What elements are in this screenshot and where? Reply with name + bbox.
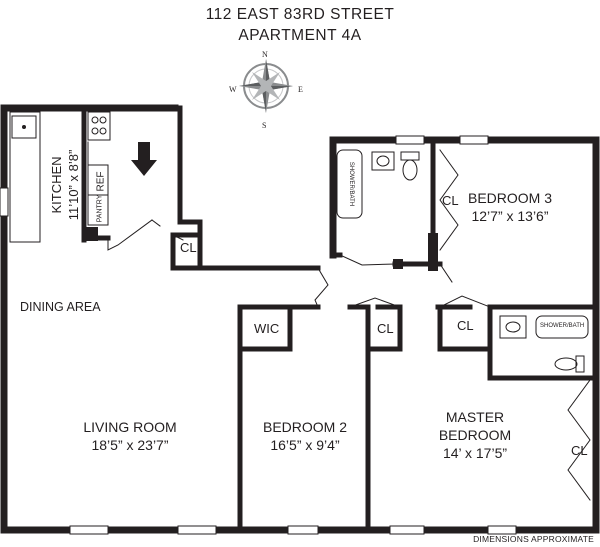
closet-label-1: CL xyxy=(377,321,394,336)
master-name-2: BEDROOM xyxy=(438,427,512,443)
master-dims: 14’ x 17’5” xyxy=(442,445,508,461)
stove-icon xyxy=(87,111,111,141)
dining-area-label: DINING AREA xyxy=(20,300,101,314)
closet-label-b3: CL xyxy=(442,193,459,208)
entry-arrow-icon xyxy=(131,142,157,176)
shower-bath-label-2: SHOWER/BATH xyxy=(540,323,585,329)
closet-label-hall: CL xyxy=(180,240,197,255)
living-room-label: LIVING ROOM 18’5” x 23’7” xyxy=(60,418,200,454)
pantry-label: PANTRY xyxy=(96,194,104,223)
closet-doors-master xyxy=(567,379,591,501)
exterior-walls xyxy=(0,104,600,534)
shower-bath-label-1: SHOWER/BATH xyxy=(348,161,355,207)
bedroom-3-dims: 12’7” x 13’6” xyxy=(471,208,549,224)
compass-w: W xyxy=(229,85,237,94)
compass-n: N xyxy=(262,50,268,59)
living-room-dims: 18’5” x 23’7” xyxy=(91,437,169,453)
compass-e: E xyxy=(298,85,303,94)
sink-1-icon xyxy=(371,151,395,171)
master-bedroom-label: MASTER BEDROOM 14’ x 17’5” xyxy=(420,408,530,462)
bedroom-2-dims: 16’5” x 9’4” xyxy=(270,437,340,453)
tub-2-icon xyxy=(535,315,589,339)
closet-doors-b3 xyxy=(439,149,459,251)
apartment-title: APARTMENT 4A xyxy=(238,27,362,44)
kitchen-name: KITCHEN xyxy=(49,156,64,214)
dimensions-note: DIMENSIONS APPROXIMATE xyxy=(473,534,594,544)
interior-walls xyxy=(81,105,599,533)
kitchen-dims: 11’10” x 8’8” xyxy=(66,149,81,221)
door-swings xyxy=(107,219,491,308)
address-title: 112 EAST 83RD STREET xyxy=(205,6,395,23)
wic-label: WIC xyxy=(254,321,280,336)
compass-s: S xyxy=(262,121,267,130)
windows xyxy=(0,135,517,535)
closet-label-master: CL xyxy=(571,443,588,458)
kitchen-counter xyxy=(9,111,41,243)
ref-label: REF xyxy=(95,171,107,192)
bedroom-3-name: BEDROOM 3 xyxy=(467,190,552,206)
kitchen-label: KITCHEN 11’10” x 8’8” xyxy=(48,130,82,240)
sink-2-icon xyxy=(499,315,527,339)
bedroom-2-label: BEDROOM 2 16’5” x 9’4” xyxy=(250,418,360,454)
bedroom-2-name: BEDROOM 2 xyxy=(262,419,347,435)
tub-1-icon xyxy=(336,149,363,219)
bedroom-3-label: BEDROOM 3 12’7” x 13’6” xyxy=(460,189,560,225)
living-room-name: LIVING ROOM xyxy=(83,419,177,435)
closet-label-2: CL xyxy=(457,318,474,333)
sink-icon xyxy=(11,115,37,139)
master-name-1: MASTER xyxy=(445,409,505,425)
compass-icon xyxy=(239,59,293,113)
toilet-1-icon xyxy=(400,151,420,161)
